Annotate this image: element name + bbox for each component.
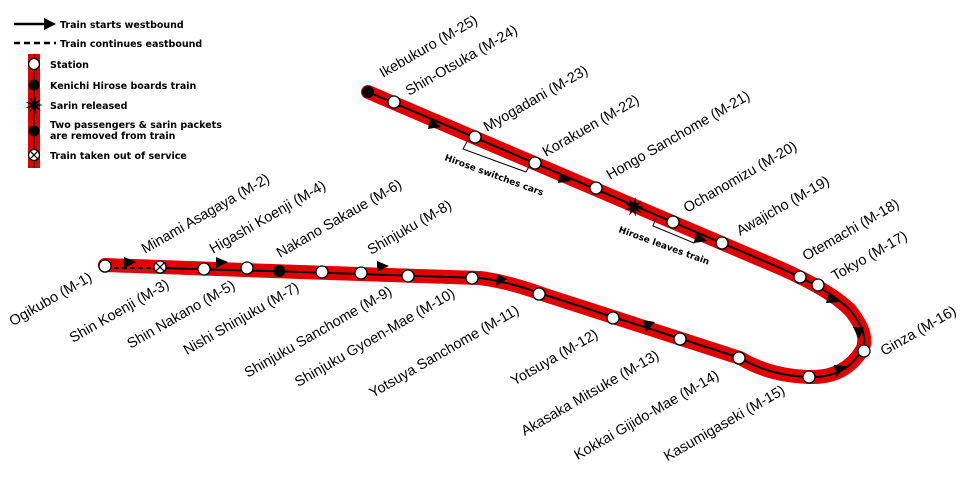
station-circle-icon: [354, 266, 368, 280]
station-marker-m-20: [666, 215, 680, 229]
station-circle-icon: [715, 236, 729, 250]
arrow-right-icon: [558, 172, 571, 183]
station-label-m-12: Yotsuya (M-12): [508, 327, 601, 390]
legend-boards-label: Kenichi Hirose boards train: [50, 81, 197, 92]
legend-eastbound: Train continues eastbound: [14, 39, 202, 50]
station-marker-m-1: [98, 259, 112, 273]
legend-removed-label-line1: Two passengers & sarin packets: [50, 120, 222, 131]
station-circle-icon: [401, 269, 415, 283]
arrow-right-icon: [14, 18, 56, 30]
legend-sarin-label: Sarin released: [50, 101, 127, 112]
station-circle-icon: [666, 215, 680, 229]
station-label-m-2: Minami Asagaya (M-2): [139, 171, 273, 257]
arrow-right-icon: [826, 292, 839, 303]
arrow-left-icon: [124, 257, 136, 268]
arrow-right-icon: [694, 232, 707, 243]
crossed-circle-icon: [153, 260, 167, 274]
station-marker-m-8: [354, 266, 368, 280]
station-marker-m-21: [589, 181, 603, 195]
station-label-m-23: Myogadani (M-23): [481, 63, 591, 136]
station-circle-icon: [793, 270, 807, 284]
station-marker-m-3: [153, 260, 167, 274]
black-dot-icon: [362, 86, 374, 98]
legend-station-label: Station: [50, 60, 89, 71]
station-circle-icon: [673, 332, 687, 346]
arrow-left-icon: [496, 274, 507, 286]
starburst-icon: [25, 96, 43, 114]
station-marker-m-10: [465, 271, 479, 285]
legend-station: Station: [27, 57, 89, 71]
station-marker-m-23: [468, 130, 482, 144]
station-marker-m-22: [528, 156, 542, 170]
station-label-m-22: Korakuen (M-22): [540, 92, 642, 160]
station-marker-m-14: [732, 351, 746, 365]
arrow-left-icon: [834, 365, 846, 377]
station-marker-m-6: [315, 265, 329, 279]
arrow-right-icon: [428, 118, 441, 129]
legend-removed: Two passengers & sarin packets are remov…: [28, 120, 222, 142]
station-marker-m-16: [857, 344, 871, 358]
station-circle-icon: [802, 370, 816, 384]
station-label-m-19: Awajicho (M-19): [734, 173, 832, 239]
station-marker-m-9: [401, 269, 415, 283]
legend-boards: Kenichi Hirose boards train: [28, 79, 197, 92]
legend-westbound-label: Train starts westbound: [60, 20, 184, 31]
station-marker-m-13: [673, 332, 687, 346]
legend-sarin: Sarin released: [25, 96, 127, 114]
station-circle-icon: [98, 259, 112, 273]
station-marker-m-4: [240, 261, 254, 275]
arrow-left-icon: [377, 261, 389, 272]
station-label-m-11: Yotsuya Sanchome (M-11): [367, 303, 522, 402]
direction-arrows: [124, 118, 864, 377]
station-markers: [98, 86, 871, 384]
station-marker-m-19: [715, 236, 729, 250]
station-marker-m-24: [387, 95, 401, 109]
station-circle-icon: [315, 265, 329, 279]
station-marker-m-25: [362, 86, 374, 98]
crossed-circle-icon: [27, 148, 41, 162]
station-circle-icon: [387, 95, 401, 109]
station-label-m-4: Higashi Koenji (M-4): [207, 178, 329, 258]
station-circle-icon: [197, 262, 211, 276]
legend-eastbound-label: Train continues eastbound: [60, 39, 202, 50]
station-marker-m-17: [811, 278, 825, 292]
route-track-westbound: [159, 91, 866, 379]
station-circle-icon: [240, 261, 254, 275]
station-label-m-1: Ogikubo (M-1): [7, 270, 95, 330]
station-marker-m-5: [197, 262, 211, 276]
station-circle-icon: [811, 278, 825, 292]
station-marker-m-12: [606, 311, 620, 325]
station-circle-icon: [606, 311, 620, 325]
station-marker-m-11: [532, 287, 546, 301]
black-dot-icon: [28, 125, 40, 137]
station-marker-m-18: [793, 270, 807, 284]
arrow-left-icon: [643, 320, 655, 332]
station-circle-icon: [27, 57, 41, 71]
station-label-m-8: Shinjuku (M-8): [365, 197, 455, 258]
legend-removed-label-line2: are removed from train: [50, 131, 176, 142]
legend-out: Train taken out of service: [27, 148, 187, 162]
arrow-down-icon: [853, 327, 864, 339]
station-marker-m-7: [273, 265, 285, 277]
station-circle-icon: [528, 156, 542, 170]
legend-out-label: Train taken out of service: [50, 151, 187, 162]
station-circle-icon: [465, 271, 479, 285]
station-circle-icon: [532, 287, 546, 301]
station-marker-m-15: [802, 370, 816, 384]
station-circle-icon: [732, 351, 746, 365]
sarin-release-marker: [624, 197, 644, 217]
black-dot-icon: [28, 79, 40, 91]
arrow-left-icon: [216, 257, 228, 268]
station-circle-icon: [857, 344, 871, 358]
legend: Train starts westbound Train continues e…: [14, 18, 222, 168]
station-circle-icon: [589, 181, 603, 195]
black-dot-icon: [273, 265, 285, 277]
legend-westbound: Train starts westbound: [14, 18, 184, 31]
station-circle-icon: [468, 130, 482, 144]
station-label-m-16: Ginza (M-16): [878, 303, 959, 359]
